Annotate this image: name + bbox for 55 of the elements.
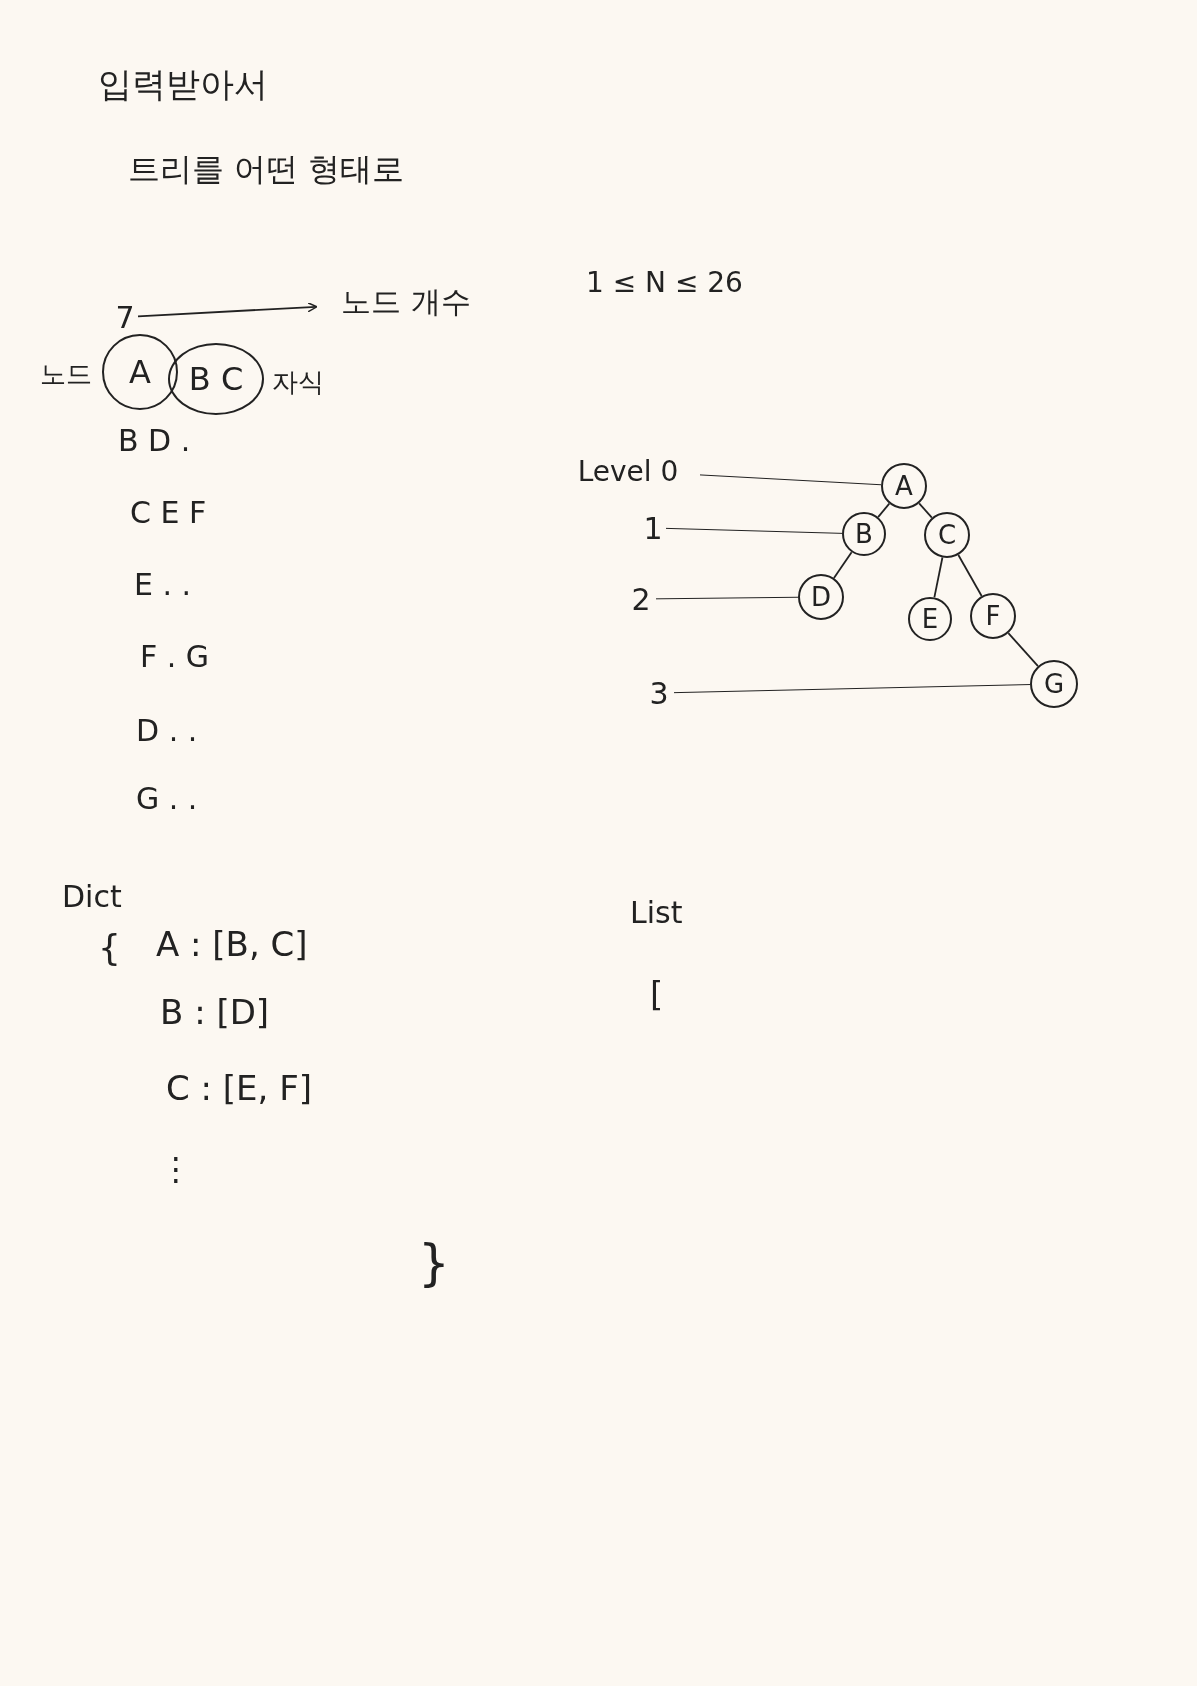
node-label: A bbox=[895, 471, 913, 501]
input-line: G . . bbox=[136, 782, 198, 815]
connector-line bbox=[877, 502, 891, 518]
input-line: B D . bbox=[118, 424, 191, 457]
tree-node-circle bbox=[102, 334, 178, 410]
ellipsis: ⋮ bbox=[160, 1152, 192, 1188]
connector-line bbox=[655, 596, 799, 600]
brace: } bbox=[418, 1236, 450, 1291]
section-title: List bbox=[630, 896, 683, 929]
node-label: D bbox=[811, 582, 831, 612]
tree-node-circle bbox=[924, 512, 970, 558]
code-line: A : [B, C] bbox=[156, 926, 308, 964]
connector-line bbox=[833, 551, 853, 579]
connector-line bbox=[957, 554, 983, 597]
heading-text: 트리를 어떤 형태로 bbox=[128, 152, 405, 188]
code-line: C : [E, F] bbox=[166, 1070, 312, 1108]
input-line: F . G bbox=[140, 640, 210, 673]
heading-text: 입력받아서 bbox=[98, 66, 268, 104]
note-text: 3 bbox=[649, 675, 669, 711]
tree-node-circle bbox=[881, 463, 927, 509]
tree-node-circle bbox=[168, 343, 264, 415]
input-line: D . . bbox=[136, 714, 198, 747]
section-title: Dict bbox=[62, 880, 122, 913]
tree-node-circle bbox=[842, 512, 886, 556]
node-label: E bbox=[921, 604, 939, 634]
tree-node-circle bbox=[908, 597, 952, 641]
connector-line bbox=[918, 502, 933, 519]
connector-line bbox=[1007, 632, 1039, 668]
connector-line bbox=[699, 474, 882, 486]
node-label: B bbox=[855, 519, 873, 549]
node-label: A bbox=[129, 353, 151, 391]
note-text: 2 bbox=[631, 581, 651, 617]
input-line: E . . bbox=[134, 568, 192, 601]
bracket: [ bbox=[650, 976, 664, 1014]
tree-node-circle bbox=[970, 593, 1016, 639]
note-text: 7 bbox=[115, 299, 135, 335]
brace: { bbox=[98, 928, 121, 968]
tree-node-circle bbox=[798, 574, 844, 620]
input-line: C E F bbox=[130, 496, 207, 529]
connector-line bbox=[673, 684, 1031, 694]
node-label: B C bbox=[188, 360, 244, 398]
note-text: 노드 개수 bbox=[341, 282, 471, 321]
connector-line bbox=[665, 527, 843, 534]
node-label: F bbox=[985, 601, 1001, 631]
note-text: Level 0 bbox=[577, 454, 679, 488]
constraint-text: 1 ≤ N ≤ 26 bbox=[586, 268, 743, 299]
note-text: 자식 bbox=[272, 368, 324, 397]
arrow bbox=[137, 302, 318, 318]
node-label: C bbox=[937, 520, 957, 550]
code-line: B : [D] bbox=[160, 994, 270, 1032]
note-text: 노드 bbox=[40, 360, 92, 389]
node-label: G bbox=[1043, 669, 1065, 699]
note-text: 1 bbox=[643, 510, 663, 546]
connector-line bbox=[933, 556, 944, 599]
tree-node-circle bbox=[1030, 660, 1078, 708]
